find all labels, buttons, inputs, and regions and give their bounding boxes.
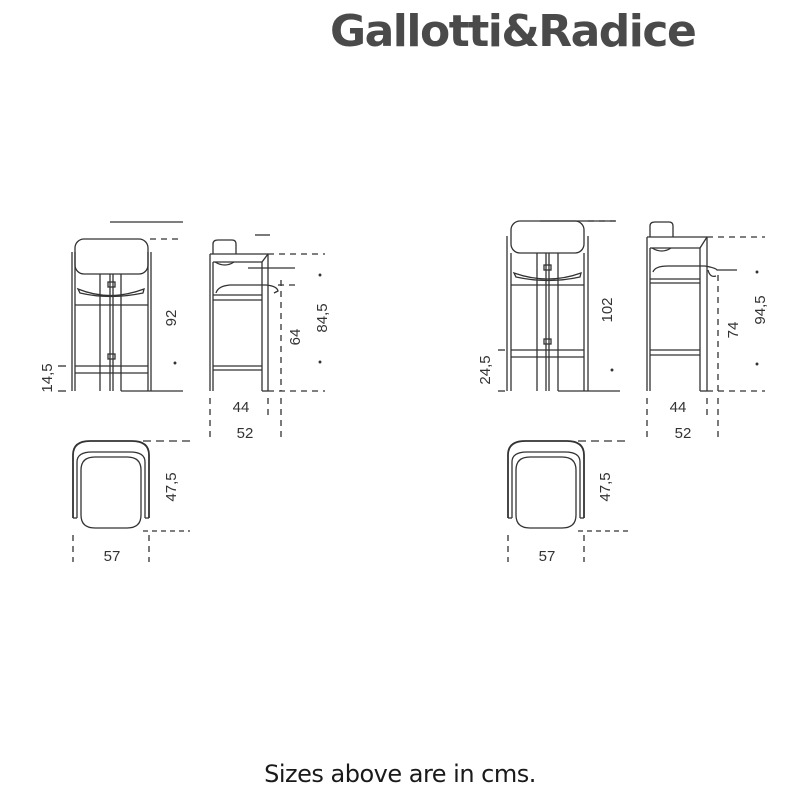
dim-footrest-24-5: 24,5 (477, 355, 494, 384)
stool-75-top-view: 47,5 57 (507, 440, 628, 565)
dim-seat-depth-44: 44 (670, 399, 687, 416)
dim-seat-height-64: 64 (287, 329, 304, 346)
dim-height-102: 102 (599, 297, 616, 322)
dim-top-depth-47-5: 47,5 (163, 472, 180, 501)
stool-65-top-view: 47,5 57 (72, 440, 190, 565)
stool-65-side-view: 64 84,5 44 52 (209, 234, 331, 442)
dim-height-92: 92 (163, 310, 180, 327)
dim-width-57: 57 (104, 548, 121, 565)
stool-65-front-view: 92 14,5 (39, 221, 183, 393)
stool-75-side-view: 74 94,5 44 52 (646, 221, 769, 442)
stool-75-front-view: 102 24,5 (477, 220, 620, 392)
dim-footrest-14-5: 14,5 (39, 363, 56, 392)
dim-depth-52: 52 (675, 425, 692, 442)
dim-width-57: 57 (539, 548, 556, 565)
dim-depth-52: 52 (237, 425, 254, 442)
brand-logo: Gallotti&Radice (330, 6, 697, 57)
dim-seat-height-74: 74 (725, 322, 742, 339)
dim-arm-height-84-5: 84,5 (314, 303, 331, 332)
dim-arm-height-94-5: 94,5 (752, 295, 769, 324)
dim-seat-depth-44: 44 (233, 399, 250, 416)
dim-top-depth-47-5: 47,5 (597, 472, 614, 501)
units-note: Sizes above are in cms. (264, 760, 536, 788)
